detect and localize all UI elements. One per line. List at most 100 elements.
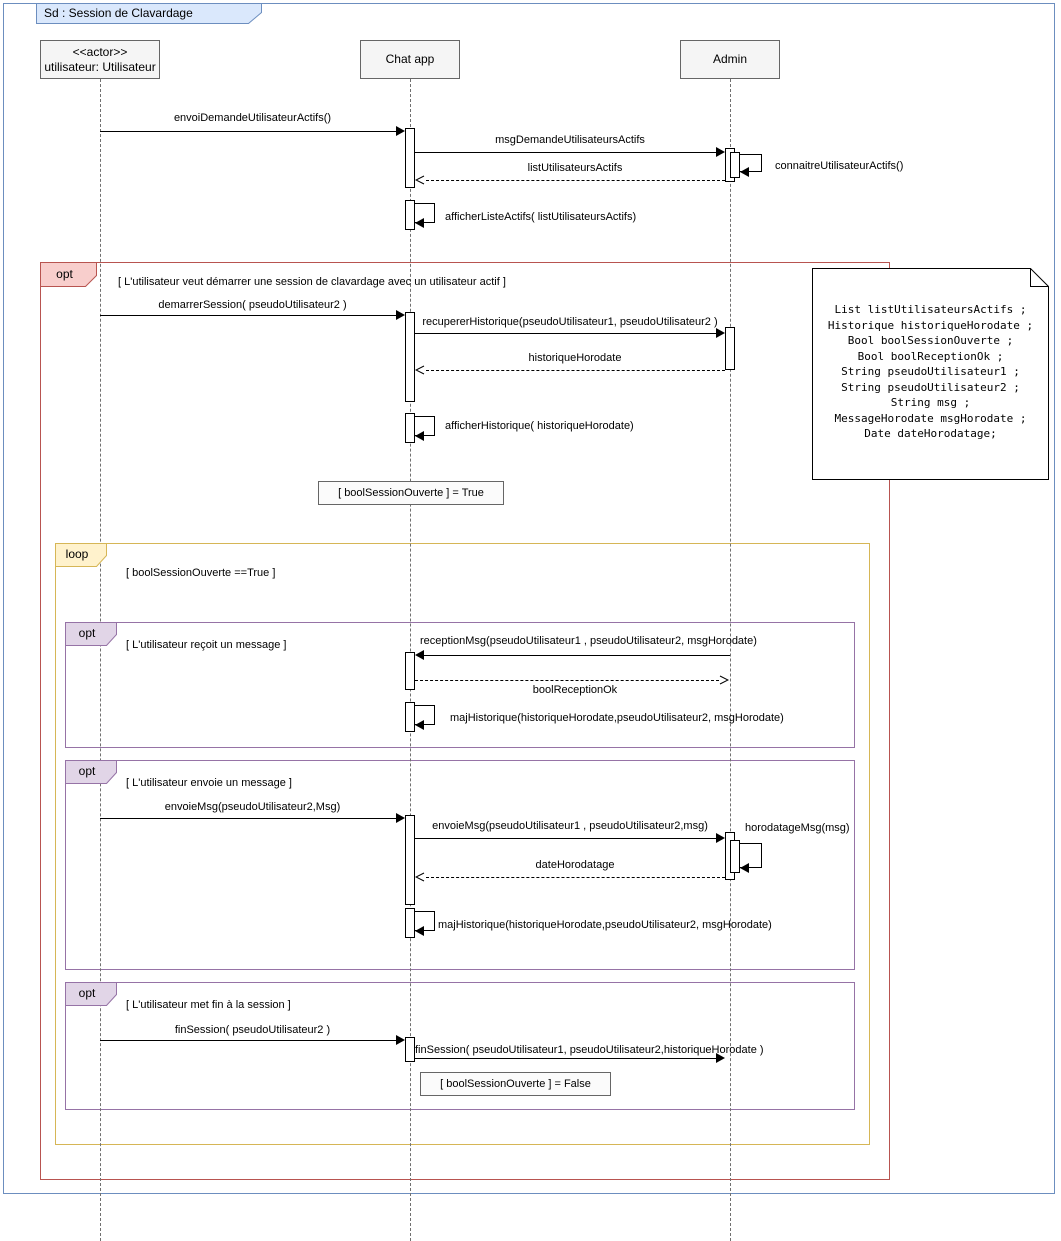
activation-admin-3-nested xyxy=(730,840,740,873)
state-text: [ boolSessionOuverte ] = False xyxy=(440,1078,591,1090)
selfcall-rect-maj-historique-1 xyxy=(405,702,415,732)
arrowhead-icon xyxy=(396,310,405,320)
fragment-operator-label: opt xyxy=(78,986,96,1000)
lifeline-head-admin: Admin xyxy=(680,40,780,79)
activation-chatapp-5 xyxy=(405,1037,415,1062)
message-label-recuperer: recupererHistorique(pseudoUtilisateur1, … xyxy=(422,316,718,328)
note-line: Date dateHorodatage; xyxy=(864,427,997,440)
arrowhead-icon xyxy=(415,431,424,441)
selfcall-rect-afficher-liste xyxy=(405,200,415,230)
message-line-bool-reception xyxy=(415,680,719,681)
arrowhead-icon xyxy=(716,328,725,338)
activation-chatapp-2 xyxy=(405,312,415,402)
fragment-opt-envoie xyxy=(65,760,855,970)
note: List listUtilisateursActifs ; Historique… xyxy=(812,268,1049,480)
actor-name: utilisateur: Utilisateur xyxy=(44,59,156,74)
fragment-opt-session xyxy=(40,262,890,1180)
fragment-tab-shape xyxy=(65,982,117,1006)
note-line: List listUtilisateursActifs ; xyxy=(834,303,1027,316)
message-label-date-horodatage: dateHorodatage xyxy=(535,859,615,871)
selfcall-loop-horodatage xyxy=(740,843,762,868)
fragment-tab-opt-session: opt xyxy=(40,262,97,287)
fragment-operator-label: opt xyxy=(78,626,96,640)
message-label-bool-reception: boolReceptionOk xyxy=(532,684,618,696)
state-text: [ boolSessionOuverte ] = True xyxy=(338,487,484,499)
fragment-tab-opt-recoit: opt xyxy=(65,622,117,646)
message-label-demarrer: demarrerSession( pseudoUtilisateur2 ) xyxy=(158,299,347,311)
message-label-horodatage: horodatageMsg(msg) xyxy=(745,822,850,834)
note-line: String msg ; xyxy=(890,396,971,409)
message-label-envoi-demande: envoiDemandeUtilisateurActifs() xyxy=(173,112,332,124)
message-label-fin-user: finSession( pseudoUtilisateur2 ) xyxy=(174,1024,331,1036)
fragment-operator-label: loop xyxy=(65,547,89,561)
note-fold-icon xyxy=(1030,268,1049,287)
note-line: String pseudoUtilisateur1 ; xyxy=(841,365,1020,378)
message-label-envoie-user: envoieMsg(pseudoUtilisateur2,Msg) xyxy=(164,801,341,813)
message-label-reception: receptionMsg(pseudoUtilisateur1 , pseudo… xyxy=(420,635,757,647)
frame-title: Sd : Session de Clavardage xyxy=(44,5,193,20)
fragment-operator-label: opt xyxy=(78,764,96,778)
frame-tab-shape xyxy=(36,3,262,24)
open-arrowhead-icon xyxy=(415,872,425,882)
activation-chatapp-4 xyxy=(405,815,415,905)
activation-admin-2 xyxy=(725,327,735,370)
state-box-session-false: [ boolSessionOuverte ] = False xyxy=(420,1072,611,1096)
arrowhead-icon xyxy=(716,833,725,843)
activation-admin-1-nested xyxy=(730,152,740,178)
message-label-fin-app: finSession( pseudoUtilisateur1, pseudoUt… xyxy=(415,1044,764,1056)
message-line-historique xyxy=(426,370,725,371)
state-box-session-true: [ boolSessionOuverte ] = True xyxy=(318,481,504,505)
selfcall-loop-afficher-historique xyxy=(415,416,435,436)
message-label-afficher-liste: afficherListeActifs( listUtilisateursAct… xyxy=(445,211,637,223)
chatapp-name: Chat app xyxy=(385,52,435,66)
message-line-msg-demande xyxy=(415,152,716,153)
message-label-maj-historique-1: majHistorique(historiqueHorodate,pseudoU… xyxy=(450,712,784,724)
diagram-frame xyxy=(3,3,1055,1194)
message-label-list-actifs: listUtilisateursActifs xyxy=(527,162,623,174)
selfcall-loop-afficher-liste xyxy=(415,203,435,223)
fragment-tab-opt-fin: opt xyxy=(65,982,117,1006)
selfcall-loop-maj-historique-1 xyxy=(415,705,435,725)
fragment-operator-label: opt xyxy=(56,266,73,281)
selfcall-loop-maj-historique-2 xyxy=(415,911,435,931)
fragment-tab-shape xyxy=(40,262,97,287)
fragment-guard-loop: [ boolSessionOuverte ==True ] xyxy=(126,567,276,579)
arrowhead-icon xyxy=(740,167,749,177)
arrowhead-icon xyxy=(396,813,405,823)
arrowhead-icon xyxy=(415,650,424,660)
note-line: Historique historiqueHorodate ; xyxy=(827,318,1034,332)
fragment-guard-opt-session: [ L'utilisateur veut démarrer une sessio… xyxy=(118,276,506,288)
note-line: MessageHorodate msgHorodate ; xyxy=(834,411,1027,425)
lifeline-utilisateur xyxy=(100,79,101,1241)
arrowhead-icon xyxy=(740,863,749,873)
selfcall-rect-maj-historique-2 xyxy=(405,908,415,938)
message-label-envoie-app: envoieMsg(pseudoUtilisateur1 , pseudoUti… xyxy=(432,820,708,832)
open-arrowhead-icon xyxy=(415,365,425,375)
fragment-opt-fin xyxy=(65,982,855,1110)
message-line-date-horodatage xyxy=(426,877,725,878)
arrowhead-icon xyxy=(415,926,424,936)
lifeline-head-chatapp: Chat app xyxy=(360,40,460,79)
message-line-demarrer xyxy=(100,315,396,316)
note-line: String pseudoUtilisateur2 ; xyxy=(841,380,1020,394)
fragment-tab-shape xyxy=(55,543,107,567)
message-label-msg-demande: msgDemandeUtilisateursActifs xyxy=(495,134,645,146)
selfcall-rect-afficher-historique xyxy=(405,413,415,443)
message-label-maj-historique-2: majHistorique(historiqueHorodate,pseudoU… xyxy=(438,919,772,931)
fragment-opt-recoit xyxy=(65,622,855,748)
message-line-list-actifs xyxy=(426,180,725,181)
arrowhead-icon xyxy=(415,218,424,228)
message-label-historique: historiqueHorodate xyxy=(528,352,622,364)
activation-chatapp-1 xyxy=(405,128,415,188)
fragment-tab-opt-envoie: opt xyxy=(65,760,117,784)
arrowhead-icon xyxy=(716,1053,725,1063)
arrowhead-icon xyxy=(415,720,424,730)
message-line-envoie-app xyxy=(415,838,716,839)
message-line-fin-user xyxy=(100,1040,396,1041)
open-arrowhead-icon xyxy=(415,175,425,185)
fragment-loop xyxy=(55,543,870,1145)
admin-name: Admin xyxy=(712,52,747,66)
lifeline-admin xyxy=(730,79,731,1241)
arrowhead-icon xyxy=(716,147,725,157)
